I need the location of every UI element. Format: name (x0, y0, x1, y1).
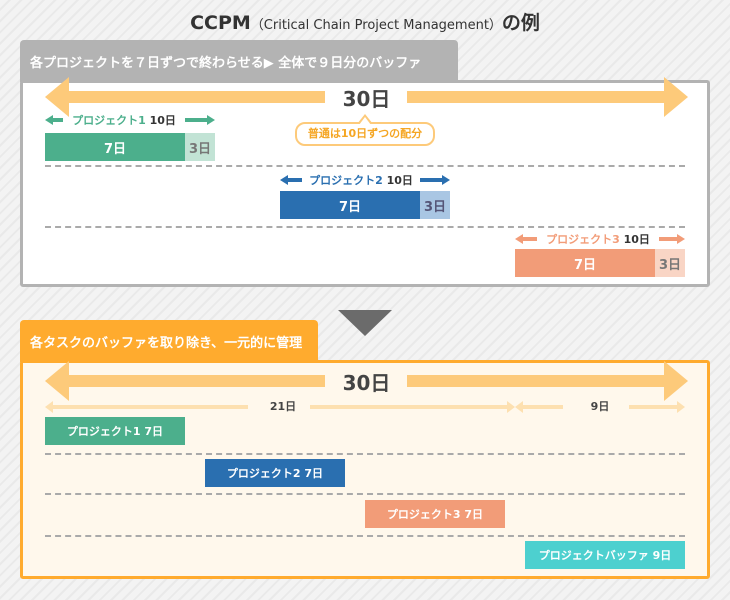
span2-label: 9日 (590, 400, 610, 413)
arrow-right-icon (677, 401, 685, 413)
title-sub: （Critical Chain Project Management） (250, 18, 502, 33)
project-name: プロジェクト3 (546, 233, 620, 246)
project3-bar: プロジェクト3 7日 (365, 500, 505, 528)
divider (45, 453, 685, 455)
page-title: CCPM（Critical Chain Project Management）の… (0, 8, 730, 35)
arrow-right-icon (677, 234, 685, 244)
project1-work-bar: 7日 (45, 133, 185, 161)
arrow-left-icon (280, 175, 288, 185)
arrow-right-icon (507, 401, 515, 413)
project1-buffer-bar: 3日 (185, 133, 215, 161)
arrow-left-icon (515, 234, 523, 244)
total-arrow-after: 30日 (45, 361, 688, 401)
callout: 普通は10日ずつの配分 (295, 114, 435, 146)
down-arrow-icon (338, 310, 392, 336)
divider (45, 535, 685, 537)
after-tab: 各タスクのバッファを取り除き、一元的に管理 (20, 320, 318, 362)
project-name: プロジェクト1 (72, 114, 146, 127)
total-label: 30日 (342, 87, 391, 111)
divider (45, 165, 685, 167)
span-arrows: 21日 9日 (45, 400, 685, 413)
divider (45, 226, 685, 228)
total-arrow-before: 30日 (45, 77, 688, 117)
project2-buffer-bar: 3日 (420, 191, 450, 219)
project-total: 10日 (623, 233, 650, 246)
project-total: 10日 (149, 114, 176, 127)
total-label: 30日 (342, 371, 391, 395)
title-main: CCPM (190, 12, 251, 34)
arrow-left-icon (45, 401, 53, 413)
arrow-left-icon (515, 401, 523, 413)
arrow-right-icon (207, 115, 215, 125)
arrow-right-icon (664, 361, 688, 401)
project2-bar: プロジェクト2 7日 (205, 459, 345, 487)
project2-span: プロジェクト2 10日 (280, 173, 450, 187)
project3-work-bar: 7日 (515, 249, 655, 277)
project2-work-bar: 7日 (280, 191, 420, 219)
arrow-right-icon (442, 175, 450, 185)
project3-span: プロジェクト3 10日 (515, 232, 685, 246)
arrow-right-icon (664, 77, 688, 117)
before-tab: 各プロジェクトを７日ずつで終わらせる▶ 全体で９日分のバッファ (20, 40, 458, 82)
arrow-left-icon (45, 115, 53, 125)
span1-label: 21日 (269, 400, 297, 413)
project-name: プロジェクト2 (309, 174, 383, 187)
title-suffix: の例 (501, 12, 540, 34)
divider (45, 493, 685, 495)
project1-span: プロジェクト1 10日 (45, 113, 215, 127)
project3-buffer-bar: 3日 (655, 249, 685, 277)
project-buffer-bar: プロジェクトバッファ 9日 (525, 541, 685, 569)
project-total: 10日 (386, 174, 413, 187)
project1-bar: プロジェクト1 7日 (45, 417, 185, 445)
